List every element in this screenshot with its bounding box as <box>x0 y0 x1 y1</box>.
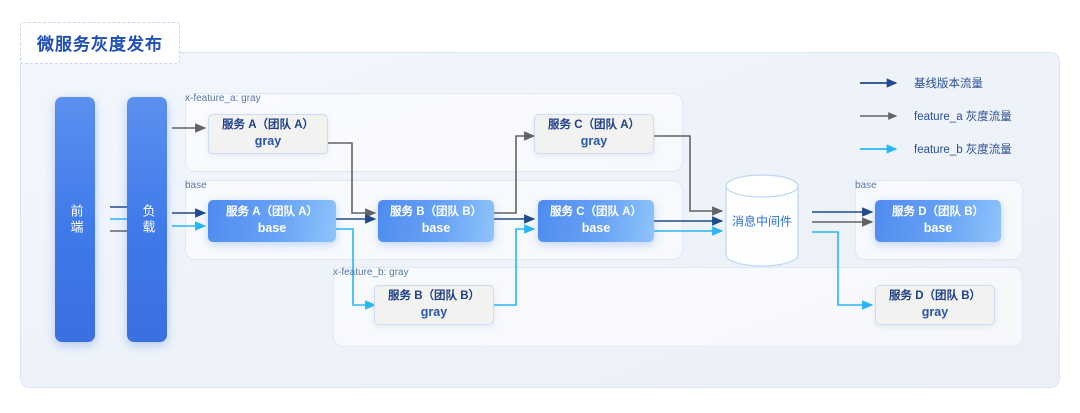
node-service-a-base-title: 服务 A（团队 A） <box>226 206 318 219</box>
node-service-b-base-version: base <box>421 221 451 236</box>
node-service-d-gray-version: gray <box>921 305 949 320</box>
lane-tag-feature-b: x-feature_b: gray <box>333 267 409 278</box>
pillar-load-balancer-label: 负载 <box>140 203 156 236</box>
node-service-d-base-version: base <box>923 221 953 236</box>
message-middleware[interactable]: 消息中间件 <box>726 175 798 267</box>
node-service-a-base-version: base <box>257 221 287 236</box>
legend-label-feature-b: feature_b 灰度流量 <box>914 144 1012 156</box>
node-service-c-base-title: 服务 C（团队 A） <box>550 206 642 219</box>
node-service-c-gray-version: gray <box>580 134 608 149</box>
node-service-b-gray-version: gray <box>420 305 448 320</box>
node-service-a-base[interactable]: 服务 A（团队 A） base <box>208 200 336 242</box>
node-service-d-base[interactable]: 服务 D（团队 B） base <box>875 200 1001 242</box>
node-service-b-base[interactable]: 服务 B（团队 B） base <box>378 200 494 242</box>
lane-tag-feature-a: x-feature_a: gray <box>185 93 261 104</box>
node-service-c-gray[interactable]: 服务 C（团队 A） gray <box>534 114 654 154</box>
pillar-load-balancer[interactable]: 负载 <box>127 97 167 342</box>
pillar-frontend-label: 前端 <box>68 203 84 236</box>
lane-tag-base-service-d: base <box>855 180 877 191</box>
legend-line-baseline-icon <box>860 78 898 88</box>
node-service-c-base[interactable]: 服务 C（团队 A） base <box>538 200 654 242</box>
legend-line-feature-b-icon <box>860 144 898 154</box>
node-service-d-base-title: 服务 D（团队 B） <box>892 206 984 219</box>
legend-item-feature-a: feature_a 灰度流量 <box>860 108 1012 124</box>
node-service-a-gray-version: gray <box>254 134 282 149</box>
node-service-b-base-title: 服务 B（团队 B） <box>390 206 482 219</box>
legend-item-baseline: 基线版本流量 <box>860 75 983 91</box>
node-service-c-base-version: base <box>581 221 611 236</box>
legend-item-feature-b: feature_b 灰度流量 <box>860 141 1012 157</box>
lane-tag-base: base <box>185 180 207 191</box>
node-service-c-gray-title: 服务 C（团队 A） <box>548 119 640 132</box>
legend-label-baseline: 基线版本流量 <box>914 78 983 90</box>
node-service-b-gray[interactable]: 服务 B（团队 B） gray <box>374 285 494 325</box>
node-service-a-gray-title: 服务 A（团队 A） <box>222 119 314 132</box>
message-middleware-label: 消息中间件 <box>731 214 792 229</box>
legend-label-feature-a: feature_a 灰度流量 <box>914 111 1012 123</box>
node-service-b-gray-title: 服务 B（团队 B） <box>388 290 480 303</box>
node-service-d-gray-title: 服务 D（团队 B） <box>889 290 981 303</box>
pillar-frontend[interactable]: 前端 <box>55 97 95 342</box>
page-title: 微服务灰度发布 <box>20 22 180 64</box>
node-service-d-gray[interactable]: 服务 D（团队 B） gray <box>875 285 995 325</box>
node-service-a-gray[interactable]: 服务 A（团队 A） gray <box>208 114 328 154</box>
legend: 基线版本流量 feature_a 灰度流量 feature_b 灰度流量 <box>860 75 1060 157</box>
legend-line-feature-a-icon <box>860 112 898 120</box>
